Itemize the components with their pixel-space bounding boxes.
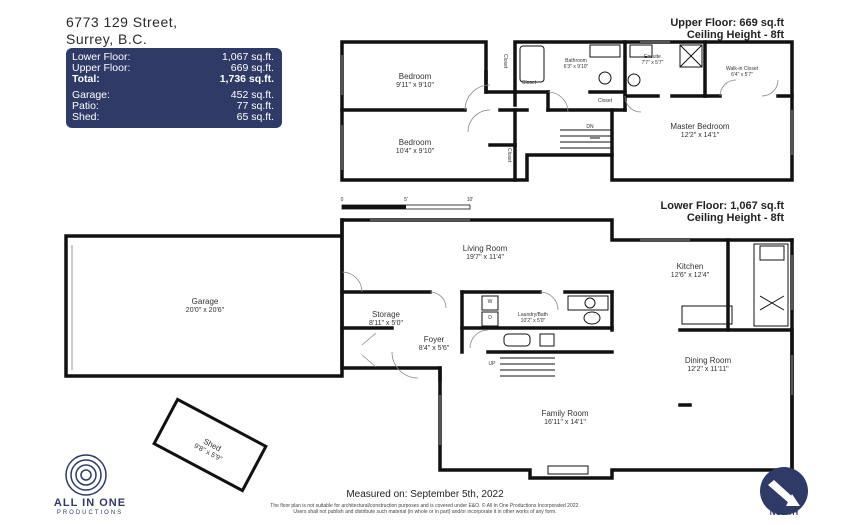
summary-row-upper: Upper Floor:669 sq.ft. [72, 62, 274, 74]
disclaimer-line-2: Users shall not publish and distribute s… [293, 509, 557, 515]
company-logo-subtext: PRODUCTIONS [56, 510, 124, 516]
address-line-2: Surrey, B.C. [66, 31, 148, 47]
stairs-down-label: DN [586, 124, 594, 130]
upper-floor-ceiling: Ceiling Height - 8ft [686, 29, 784, 41]
dryer-label: D [488, 315, 492, 321]
summary-row-shed: Shed:65 sq.ft. [72, 111, 274, 123]
lower-floor-title: Lower Floor: 1,067 sq.ft [660, 200, 784, 212]
washer-label: W [487, 299, 493, 305]
stairs-up-label: UP [488, 361, 496, 367]
disclaimer-line-1: The floor plan is not suitable for archi… [270, 503, 580, 509]
garage-walls [64, 218, 344, 378]
lower-stairs [500, 357, 555, 377]
closet-label-b: Closet [521, 80, 537, 86]
measured-date: Measured on: September 5th, 2022 [346, 489, 504, 500]
scale-bar [341, 204, 471, 210]
upper-stairs [560, 129, 612, 149]
upper-floor-title: Upper Floor: 669 sq.ft [670, 17, 784, 29]
lower-floor-ceiling: Ceiling Height - 8ft [686, 212, 784, 224]
closet-label-a: Closet [502, 54, 508, 69]
north-arrow-icon [760, 467, 808, 515]
scale-label-5: 5' [404, 197, 408, 203]
company-logo-mark [65, 454, 107, 496]
north-label: NORTH [769, 508, 799, 517]
closet-label-d: Closet [506, 148, 512, 163]
summary-row-total: Total:1,736 sq.ft. [72, 73, 274, 85]
summary-row-garage: Garage:452 sq.ft. [72, 89, 274, 101]
summary-row-lower: Lower Floor:1,067 sq.ft. [72, 51, 274, 63]
shed-outline [152, 397, 268, 493]
address-line-1: 6773 129 Street, [66, 14, 178, 30]
area-summary-box: Lower Floor:1,067 sq.ft. Upper Floor:669… [66, 48, 282, 128]
scale-label-0: 0 [340, 197, 344, 203]
summary-row-patio: Patio:77 sq.ft. [72, 100, 274, 112]
closet-label-c: Closet [597, 98, 613, 104]
upper-floor-walls [340, 40, 794, 182]
scale-label-10: 10' [466, 197, 474, 203]
company-logo-text: ALL IN ONE [53, 497, 127, 509]
